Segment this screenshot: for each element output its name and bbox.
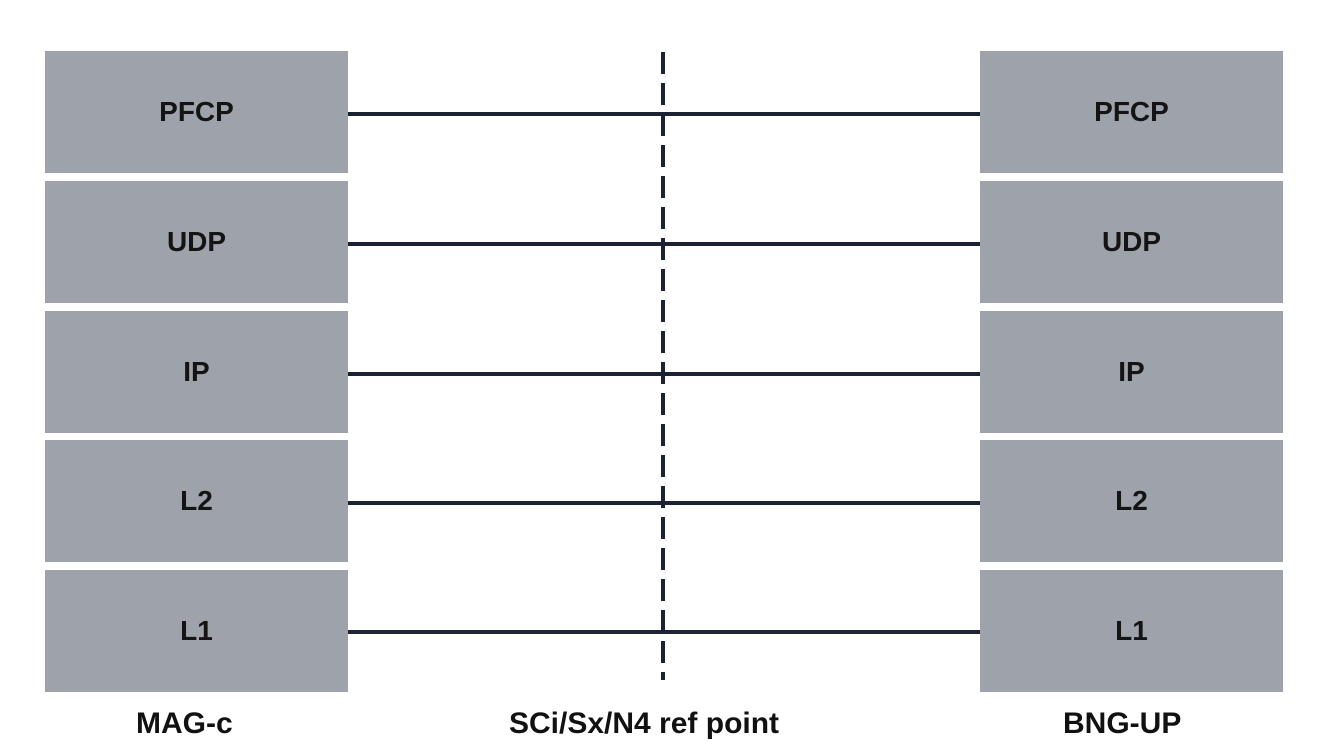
right-layer-udp: UDP [980,181,1283,303]
right-stack-caption: BNG-UP [1063,707,1182,740]
left-stack-caption: MAG-c [136,707,233,740]
left-layer-udp: UDP [45,181,348,303]
right-layer-ip: IP [980,311,1283,433]
left-layer-l2: L2 [45,440,348,562]
left-layer-ip: IP [45,311,348,433]
right-layer-l2: L2 [980,440,1283,562]
reference-point-caption: SCi/Sx/N4 ref point [509,707,780,740]
right-layer-pfcp: PFCP [980,51,1283,173]
left-layer-pfcp: PFCP [45,51,348,173]
reference-point-dashed-line [661,52,665,680]
left-layer-l1: L1 [45,570,348,692]
right-layer-l1: L1 [980,570,1283,692]
